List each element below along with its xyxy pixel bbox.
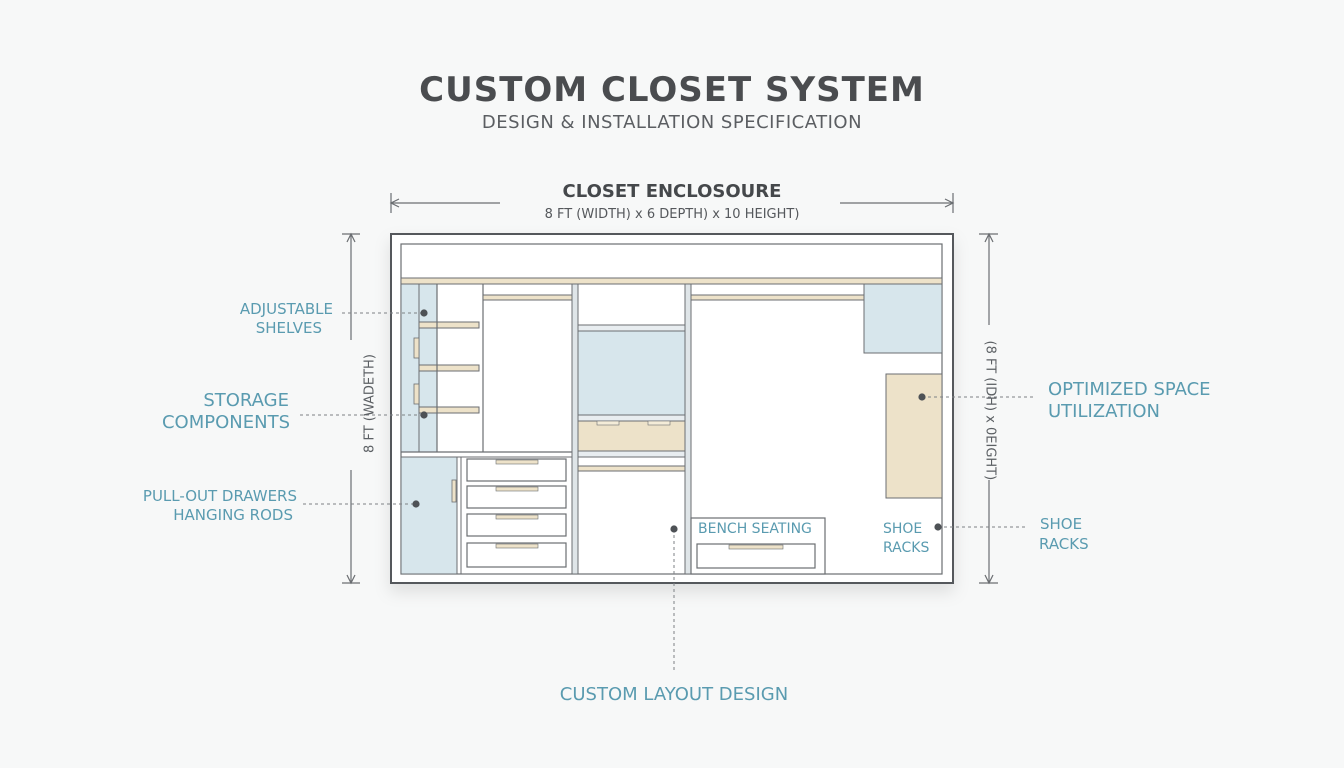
leader-dot	[918, 393, 926, 401]
middle-wood-drawer	[577, 420, 686, 452]
adjustable-shelf	[418, 364, 480, 372]
shelf	[577, 450, 686, 458]
top-shelf	[400, 277, 943, 285]
right-wood-panel	[885, 373, 943, 499]
lower-left-blue-door	[400, 456, 458, 575]
pullout-drawers	[466, 458, 567, 568]
partition	[684, 283, 692, 575]
bench-seating-label: BENCH SEATING	[698, 521, 812, 537]
upper-right-blue-panel	[863, 283, 943, 354]
door-handle	[451, 479, 457, 503]
right-height-dimension-line	[979, 232, 998, 585]
width-dimension-line	[389, 193, 955, 213]
hanging-rod	[482, 294, 573, 301]
leader-dot	[412, 500, 420, 508]
middle-blue-panel	[577, 330, 686, 416]
shoe-racks-label: SHOE RACKS	[883, 521, 930, 556]
page-title: CUSTOM CLOSET SYSTEM	[419, 70, 925, 110]
enclosure-dimensions: 8 FT (WIDTH) x 6 DEPTH) x 10 HEIGHT)	[544, 207, 800, 222]
drawer	[466, 485, 567, 509]
left-height-label: 8 FT (WADETH)	[362, 354, 378, 453]
callout-optimized-space: OPTIMIZED SPACE UTILIZATION	[1048, 379, 1211, 422]
enclosure-title: CLOSET ENCLOSOURE	[562, 181, 782, 202]
callout-adjustable-shelves: ADJUSTABLE SHELVES	[239, 300, 333, 337]
drawer	[466, 513, 567, 537]
left-height-dimension-line	[342, 232, 360, 585]
callout-custom-layout: CUSTOM LAYOUT DESIGN	[559, 684, 789, 705]
drawer	[466, 458, 567, 482]
adjustable-shelf	[418, 321, 480, 329]
leader-dot	[420, 411, 428, 419]
shelf-bracket	[413, 383, 420, 405]
shelf-bracket	[413, 337, 420, 359]
adjustable-shelf	[418, 406, 480, 414]
hanging-rod	[690, 294, 865, 301]
right-height-label: (8 FT (IDH) x 0EIGHT)	[982, 340, 998, 481]
callout-storage-components: STORAGE COMPONENTS	[161, 390, 290, 433]
callout-pullout-drawers: PULL-OUT DRAWERS HANGING RODS	[142, 487, 297, 524]
page-subtitle: DESIGN & INSTALLATION SPECIFICATION	[481, 112, 863, 133]
leader-dot	[420, 309, 428, 317]
leader-dot	[670, 525, 678, 533]
callout-shoe-racks: SHOE RACKS	[1039, 515, 1089, 553]
hanging-rod	[577, 465, 686, 472]
shelf	[577, 324, 686, 332]
leader-dot	[934, 523, 942, 531]
partition	[571, 283, 579, 575]
shelf	[577, 414, 686, 422]
